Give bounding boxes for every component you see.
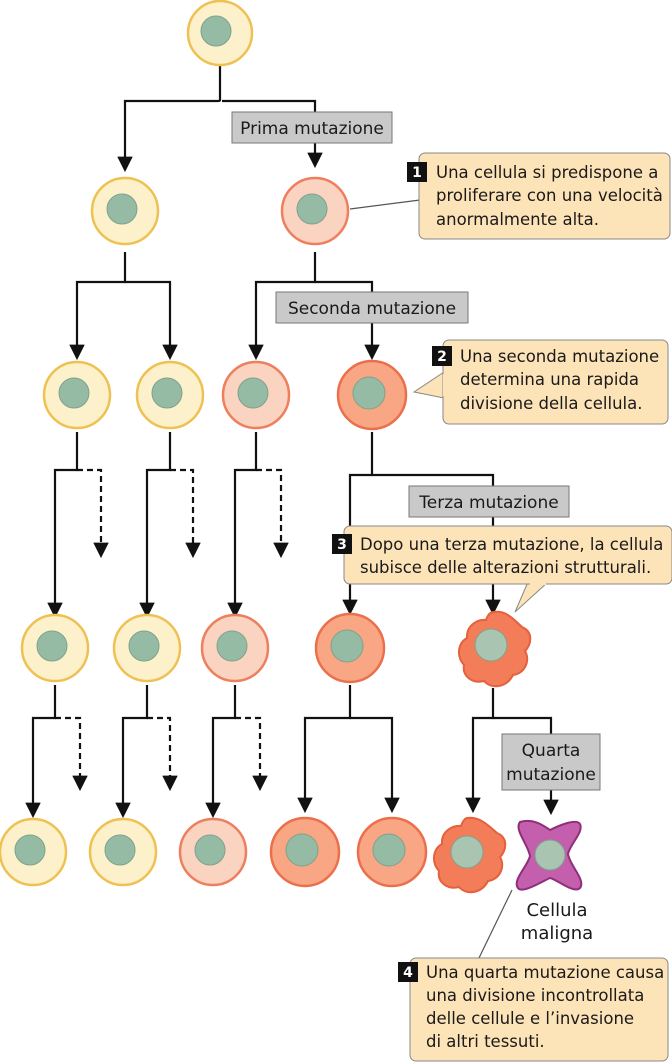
malignant-cell-label-line1: Cellula	[526, 900, 587, 921]
cell-third-mutation	[458, 610, 532, 688]
cell-first-mutation	[200, 613, 270, 683]
cell-normal	[42, 360, 112, 430]
callout-1-line-3: anormalmente alta.	[436, 210, 599, 229]
cell-normal	[88, 817, 158, 887]
cell-first-mutation	[280, 176, 350, 246]
callout-2-line-3: divisione della cellula.	[460, 394, 642, 413]
callout-4-line-1: Una quarta mutazione causa	[426, 963, 664, 982]
cell-normal	[90, 176, 160, 246]
dashed-branches	[55, 468, 289, 792]
cell-normal-root	[186, 0, 254, 67]
callout-2: 2 Una seconda mutazione determina una ra…	[412, 339, 669, 425]
label-second-mutation: Seconda mutazione	[275, 291, 469, 324]
callout-3: 3 Dopo una terza mutazione, la cellula s…	[332, 525, 672, 613]
cell-first-mutation	[221, 360, 291, 430]
cell-second-mutation	[356, 816, 428, 888]
label-second-mutation-text: Seconda mutazione	[288, 299, 456, 319]
callout-2-number: 2	[437, 349, 447, 365]
malignant-cell-label-line2: maligna	[521, 923, 593, 944]
connector-lines	[25, 65, 559, 819]
callout-4-line-4: di altri tessuti.	[426, 1032, 545, 1051]
label-fourth-mutation-line1: Quarta	[522, 741, 581, 761]
cell-normal	[0, 817, 68, 887]
cell-first-mutation	[178, 817, 248, 887]
callout-2-line-1: Una seconda mutazione	[460, 347, 659, 366]
cell-normal	[135, 360, 205, 430]
label-fourth-mutation: Quarta mutazione	[501, 733, 601, 791]
cell-second-mutation	[314, 612, 386, 684]
cell-second-mutation	[269, 816, 341, 888]
callout-4-line-3: delle cellule e l’invasione	[426, 1009, 634, 1028]
callout-3-line-2: subisce delle alterazioni strutturali.	[360, 558, 651, 577]
label-first-mutation-text: Prima mutazione	[240, 119, 384, 139]
cell-second-mutation	[336, 359, 408, 431]
cell-normal	[20, 613, 90, 683]
callout-1-number: 1	[412, 165, 422, 181]
label-first-mutation: Prima mutazione	[231, 111, 393, 144]
callout-1: 1 Una cellula si predispone a proliferar…	[349, 152, 671, 240]
callout-3-number: 3	[337, 537, 347, 553]
callout-4-number: 4	[403, 965, 413, 981]
callout-4-line-2: una divisione incontrollata	[426, 986, 644, 1005]
callout-1-line-2: proliferare con una velocità	[436, 186, 663, 205]
label-third-mutation: Terza mutazione	[408, 485, 570, 518]
callout-2-line-2: determina una rapida	[460, 370, 639, 389]
callout-1-line-1: Una cellula si predispone a	[436, 163, 658, 182]
label-third-mutation-text: Terza mutazione	[418, 493, 558, 513]
cell-third-mutation	[433, 816, 507, 894]
cell-malignant	[515, 820, 583, 891]
callout-4: 4 Una quarta mutazione causa una divisio…	[398, 889, 669, 1062]
cell-normal	[112, 613, 182, 683]
callout-3-line-1: Dopo una terza mutazione, la cellula	[360, 535, 663, 554]
label-fourth-mutation-line2: mutazione	[506, 765, 596, 785]
